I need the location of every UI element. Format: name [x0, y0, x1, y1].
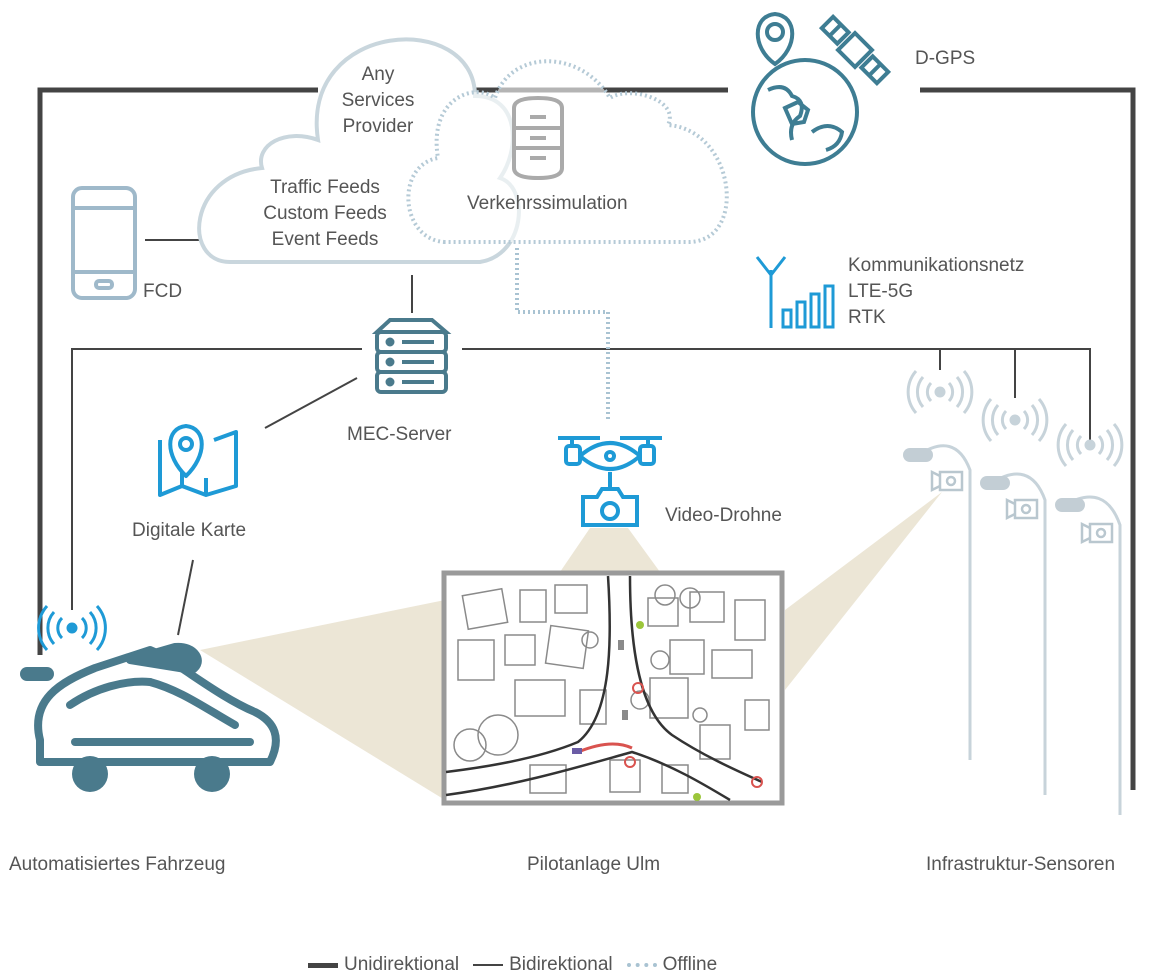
- sensor-covers: [903, 448, 1085, 512]
- database-icon: [512, 95, 564, 181]
- legend-offline-swatch: [626, 963, 657, 967]
- sensor-wifi-icons: [906, 370, 1124, 467]
- car-wheel-front: [72, 756, 108, 792]
- feeds-label: Traffic Feeds Custom Feeds Event Feeds: [240, 175, 410, 253]
- antenna-icon: [755, 256, 787, 328]
- offline-link: [515, 248, 610, 420]
- car-icon: [34, 642, 280, 766]
- bidirectional-links: [71, 239, 1091, 636]
- legend-bidirectional-swatch: [473, 964, 504, 966]
- feeds-line-1: Traffic Feeds: [270, 177, 380, 198]
- map-markers: [572, 621, 763, 801]
- legend-unidirectional-label: Unidirektional: [344, 954, 460, 975]
- server-icon: [371, 318, 452, 394]
- cloud-line-3: Provider: [342, 116, 414, 137]
- globe-icon: [751, 58, 859, 166]
- vehicle-label: Automatisiertes Fahrzeug: [9, 854, 226, 875]
- network-line-3: RTK: [848, 307, 886, 328]
- digital-map-label: Digitale Karte: [132, 520, 247, 541]
- feeds-line-2: Custom Feeds: [263, 203, 387, 224]
- legend: Unidirektional Bidirektional Offline: [300, 953, 717, 977]
- infrastructure-label: Infrastruktur-Sensoren: [926, 854, 1116, 875]
- network-label: Kommunikationsnetz LTE-5G RTK: [848, 253, 1024, 331]
- location-pin-icon: [755, 11, 795, 67]
- map-icon: [158, 424, 238, 497]
- legend-bidirectional-label: Bidirektional: [509, 954, 613, 975]
- camera-icon: [581, 472, 639, 527]
- pilot-site-map: [441, 570, 785, 806]
- mec-server-label: MEC-Server: [347, 424, 452, 445]
- wifi-signal-icon: [37, 605, 107, 651]
- feeds-line-3: Event Feeds: [271, 229, 379, 250]
- legend-offline-label: Offline: [662, 954, 718, 975]
- network-line-1: Kommunikationsnetz: [848, 255, 1025, 276]
- car-roof-sensor: [20, 667, 54, 681]
- dgps-label: D-GPS: [915, 48, 976, 69]
- pilot-site-label: Pilotanlage Ulm: [527, 854, 661, 875]
- car-wheel-rear: [194, 756, 230, 792]
- drone-icon: [558, 436, 662, 471]
- cloud-services-label: Any Services Provider: [318, 62, 438, 140]
- uni-link-left: [37, 87, 318, 655]
- sensor-cameras: [930, 469, 1114, 545]
- legend-unidirectional-swatch: [308, 962, 338, 968]
- cloud-line-2: Services: [341, 90, 415, 111]
- signal-bars-icon: [781, 284, 835, 329]
- phone-icon: [71, 186, 137, 300]
- fcd-label: FCD: [143, 281, 183, 302]
- uni-link-right: [920, 87, 1136, 790]
- network-line-2: LTE-5G: [848, 281, 914, 302]
- satellite-icon: [818, 13, 892, 87]
- drone-view-cone: [560, 528, 660, 572]
- sensor-view-cone: [785, 492, 942, 690]
- vehicle-view-cone: [200, 600, 445, 800]
- cloud-line-1: Any: [361, 64, 395, 85]
- drone-label: Video-Drohne: [665, 505, 782, 526]
- simulation-label: Verkehrssimulation: [467, 193, 628, 214]
- simulation-cloud: [406, 59, 729, 244]
